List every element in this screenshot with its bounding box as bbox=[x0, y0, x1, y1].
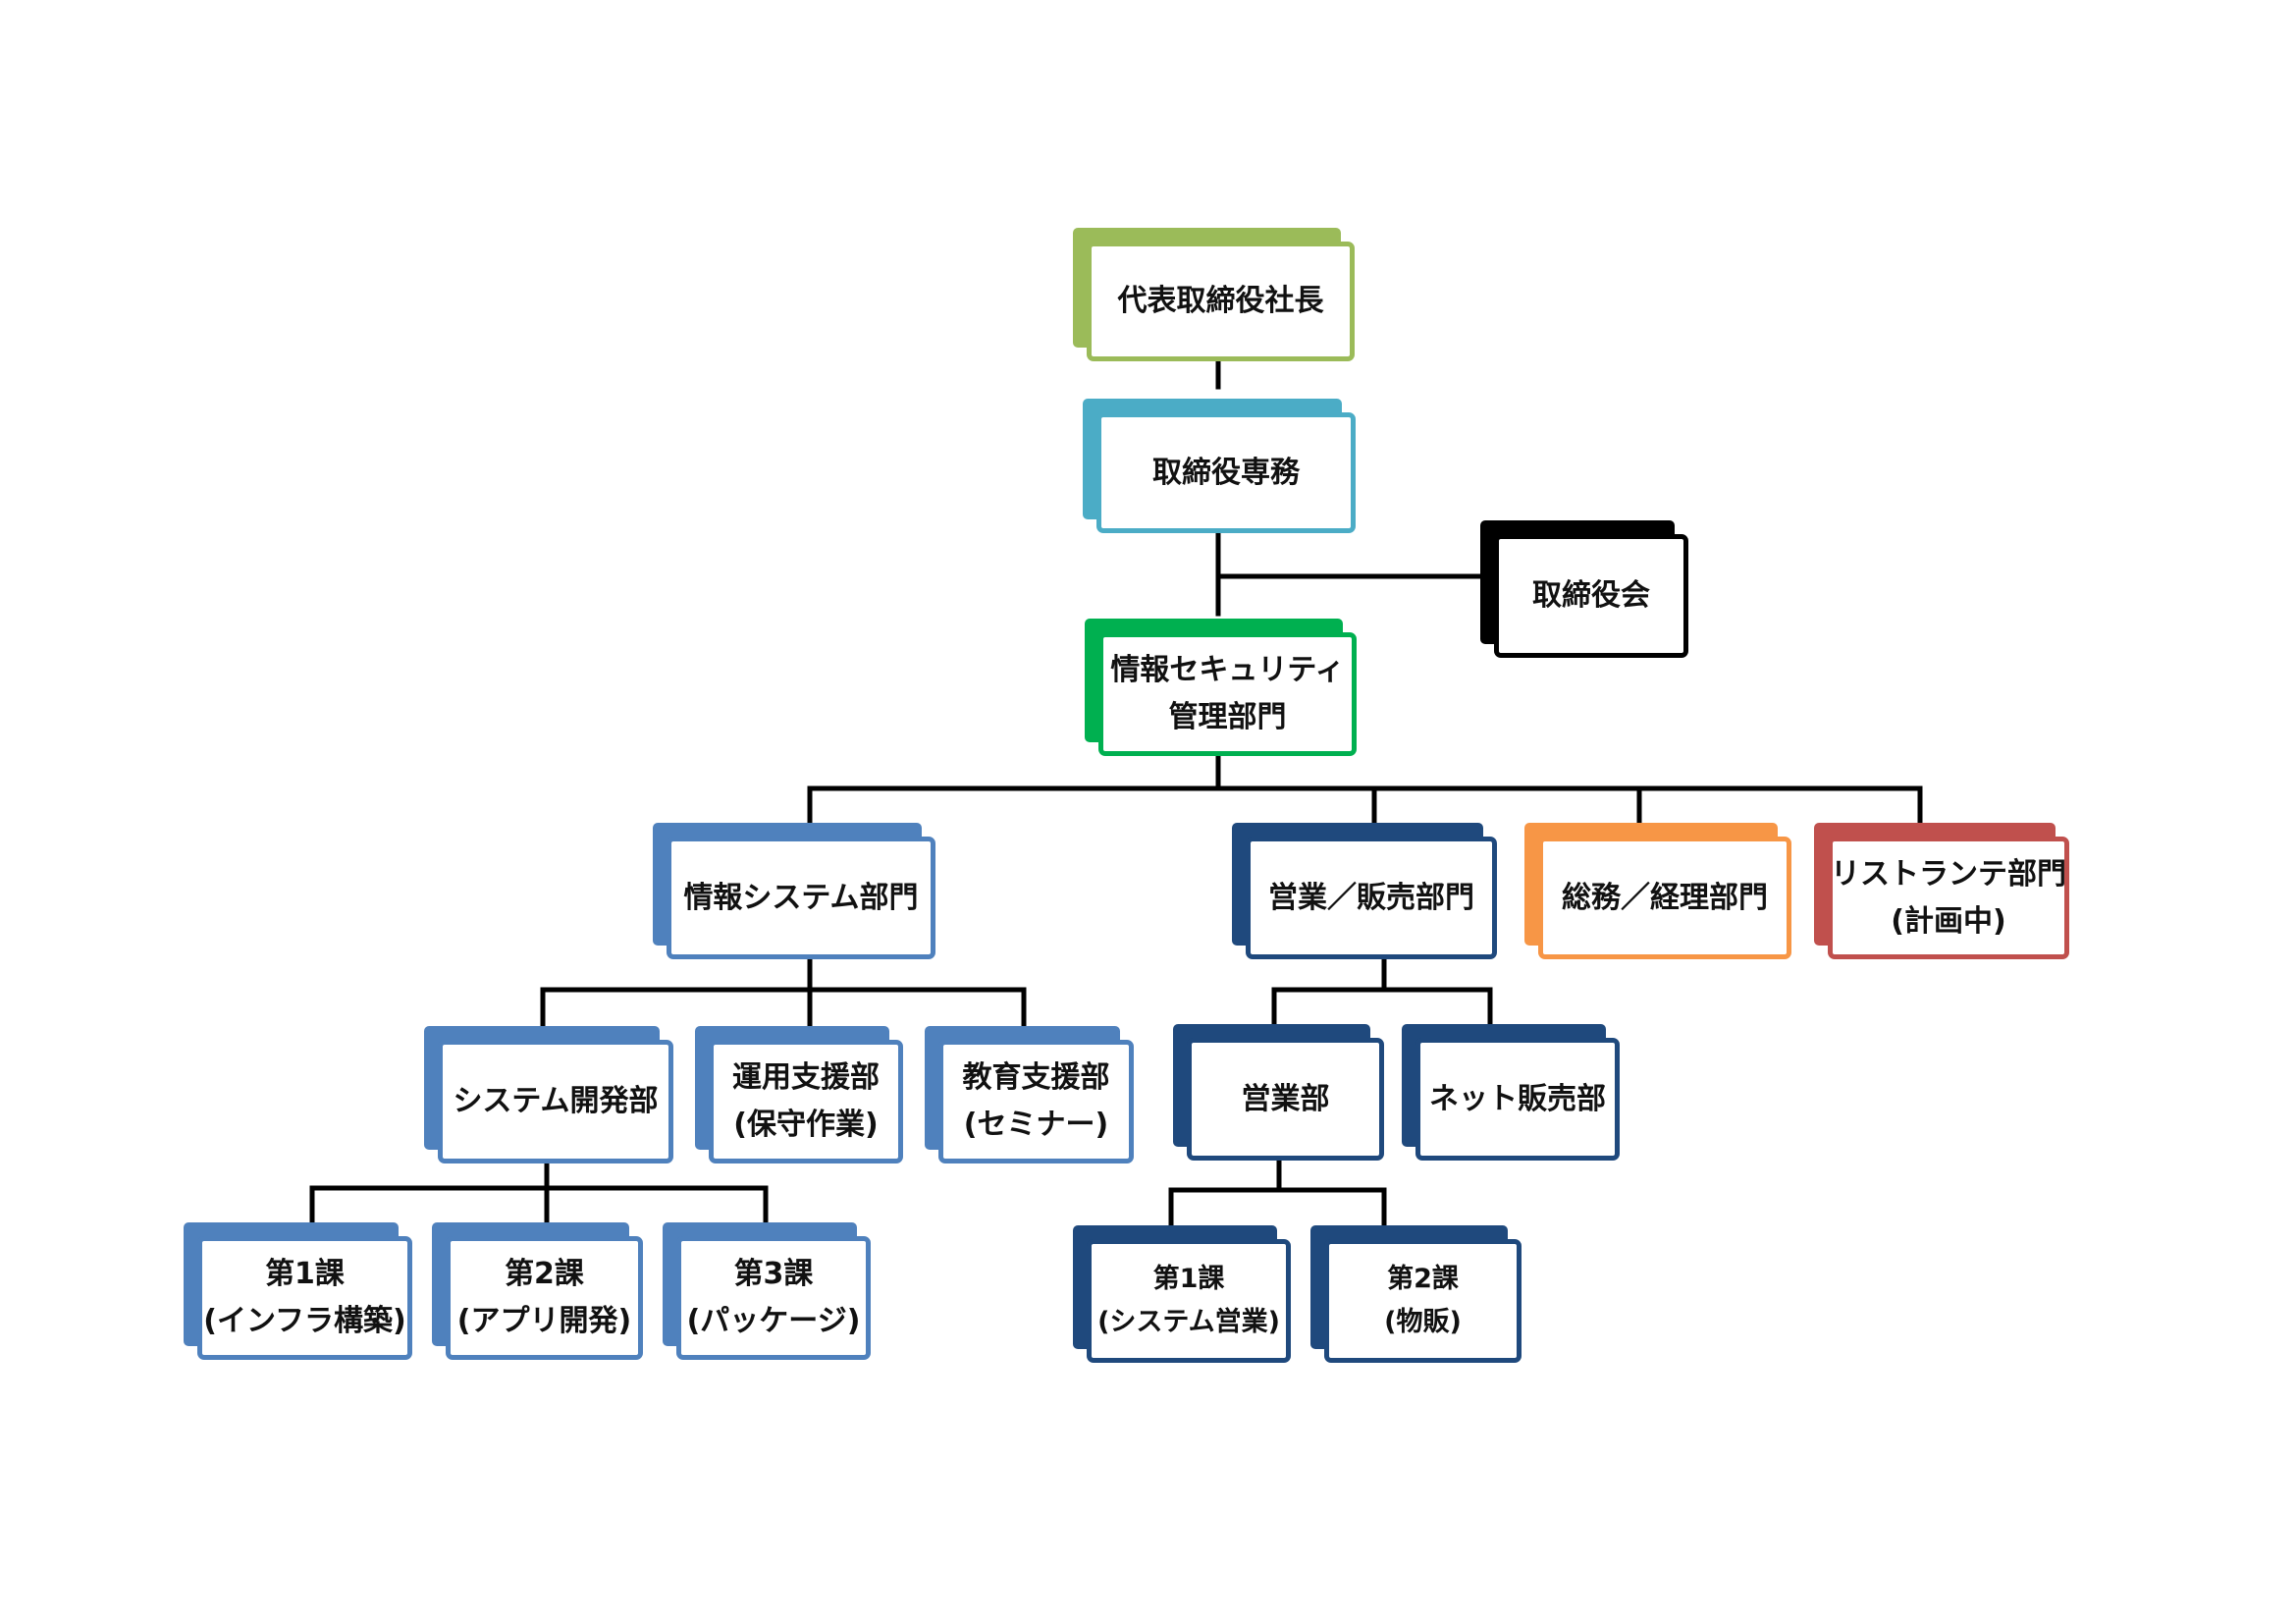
node-edu-support-line2: (セミナー) bbox=[963, 1108, 1109, 1142]
node-ristorante-line2: (計画中) bbox=[1891, 903, 2006, 939]
node-ristorante-box: リストランテ部門 (計画中) bbox=[1828, 837, 2069, 959]
node-edu-support-box: 教育支援部 (セミナー) bbox=[938, 1040, 1134, 1163]
node-general-affairs: 総務／経理部門 bbox=[1524, 823, 1791, 959]
node-sd-section-2-line1: 第2課 bbox=[505, 1257, 584, 1291]
node-sales-section-2: 第2課 (物販) bbox=[1310, 1225, 1522, 1363]
node-sd-section-1-box: 第1課 (インフラ構築) bbox=[197, 1236, 412, 1360]
node-sales-section-1-box: 第1課 (システム営業) bbox=[1087, 1239, 1291, 1363]
node-ristorante-line1: リストランテ部門 bbox=[1831, 856, 2066, 892]
node-ops-support-line1: 運用支援部 bbox=[732, 1060, 880, 1095]
node-board-line1: 取締役会 bbox=[1532, 578, 1650, 613]
node-managing-director-line1: 取締役専務 bbox=[1152, 455, 1300, 490]
node-net-sales-line1: ネット販売部 bbox=[1429, 1081, 1606, 1116]
node-sales-division-box: 営業／販売部門 bbox=[1246, 837, 1497, 959]
node-system-dev: システム開発部 bbox=[424, 1026, 673, 1163]
node-info-system-box: 情報システム部門 bbox=[667, 837, 935, 959]
node-infosec-box: 情報セキュリティ 管理部門 bbox=[1098, 632, 1357, 756]
node-sd-section-3-line2: (パッケージ) bbox=[686, 1304, 861, 1338]
node-net-sales-box: ネット販売部 bbox=[1415, 1038, 1620, 1161]
node-sd-section-1-line2: (インフラ構築) bbox=[203, 1304, 406, 1338]
node-ops-support-box: 運用支援部 (保守作業) bbox=[709, 1040, 903, 1163]
node-ops-support-line2: (保守作業) bbox=[733, 1108, 879, 1142]
node-edu-support-line1: 教育支援部 bbox=[962, 1060, 1110, 1095]
node-managing-director: 取締役専務 bbox=[1083, 399, 1356, 533]
node-system-dev-line1: システム開発部 bbox=[453, 1084, 659, 1118]
node-infosec-line2: 管理部門 bbox=[1168, 700, 1287, 734]
node-sd-section-2-line2: (アプリ開発) bbox=[456, 1304, 632, 1338]
node-general-affairs-box: 総務／経理部門 bbox=[1538, 837, 1791, 959]
node-ceo: 代表取締役社長 bbox=[1073, 228, 1355, 361]
node-infosec: 情報セキュリティ 管理部門 bbox=[1085, 619, 1357, 756]
node-board-box: 取締役会 bbox=[1494, 534, 1688, 658]
node-sd-section-3: 第3課 (パッケージ) bbox=[663, 1222, 871, 1360]
node-edu-support: 教育支援部 (セミナー) bbox=[925, 1026, 1134, 1163]
node-ops-support: 運用支援部 (保守作業) bbox=[695, 1026, 903, 1163]
node-sales-dept-box: 営業部 bbox=[1187, 1038, 1384, 1161]
node-info-system-line1: 情報システム部門 bbox=[683, 880, 919, 915]
node-net-sales: ネット販売部 bbox=[1402, 1024, 1620, 1161]
node-ristorante: リストランテ部門 (計画中) bbox=[1814, 823, 2069, 959]
node-sd-section-3-box: 第3課 (パッケージ) bbox=[676, 1236, 871, 1360]
node-sales-section-2-line2: (物販) bbox=[1384, 1307, 1462, 1337]
node-system-dev-box: システム開発部 bbox=[438, 1040, 673, 1163]
node-ceo-box: 代表取締役社長 bbox=[1087, 242, 1355, 361]
node-sales-section-1-line2: (システム営業) bbox=[1097, 1307, 1280, 1337]
node-board: 取締役会 bbox=[1480, 520, 1688, 658]
node-managing-director-box: 取締役専務 bbox=[1096, 412, 1356, 533]
node-sales-dept: 営業部 bbox=[1173, 1024, 1384, 1161]
node-sales-section-1: 第1課 (システム営業) bbox=[1073, 1225, 1291, 1363]
node-sd-section-3-line1: 第3課 bbox=[733, 1257, 814, 1291]
node-sales-section-1-line1: 第1課 bbox=[1152, 1264, 1225, 1294]
node-sales-division-line1: 営業／販売部門 bbox=[1268, 880, 1474, 915]
node-info-system: 情報システム部門 bbox=[653, 823, 935, 959]
node-sales-dept-line1: 営業部 bbox=[1241, 1081, 1330, 1116]
node-sd-section-1-line1: 第1課 bbox=[265, 1257, 345, 1291]
node-sales-division: 営業／販売部門 bbox=[1232, 823, 1497, 959]
node-sales-section-2-box: 第2課 (物販) bbox=[1324, 1239, 1522, 1363]
node-ceo-line1: 代表取締役社長 bbox=[1117, 284, 1324, 318]
node-sd-section-2-box: 第2課 (アプリ開発) bbox=[446, 1236, 643, 1360]
node-sd-section-2: 第2課 (アプリ開発) bbox=[432, 1222, 643, 1360]
node-sd-section-1: 第1課 (インフラ構築) bbox=[184, 1222, 412, 1360]
node-sales-section-2-line1: 第2課 bbox=[1387, 1264, 1459, 1294]
node-infosec-line1: 情報セキュリティ bbox=[1110, 653, 1345, 687]
node-general-affairs-line1: 総務／経理部門 bbox=[1562, 880, 1768, 915]
